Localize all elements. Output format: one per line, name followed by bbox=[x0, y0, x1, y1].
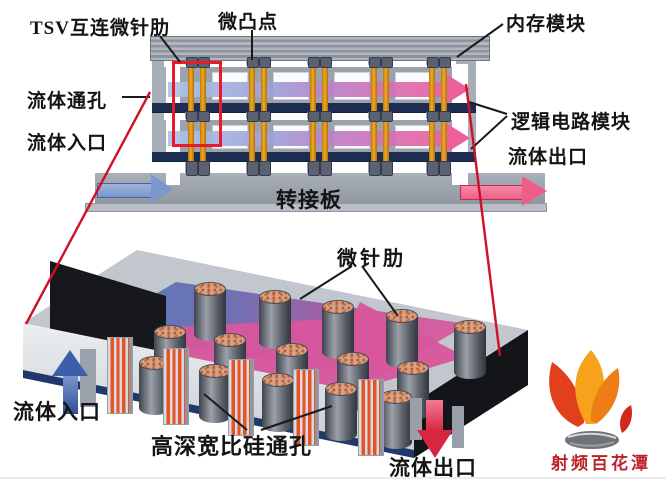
micro-pin-fin-cylinder bbox=[386, 309, 418, 375]
micro-pin-fin-cylinder bbox=[259, 290, 291, 356]
cylinder-copper-top bbox=[380, 390, 412, 404]
cylinder-copper-top bbox=[214, 333, 246, 347]
microbump bbox=[427, 111, 439, 122]
microbump bbox=[247, 161, 259, 176]
microbump bbox=[439, 111, 451, 122]
label-fluid-inlet-top: 流体入口 bbox=[27, 133, 108, 154]
cylinder-copper-top bbox=[194, 282, 226, 296]
cylinder-copper-top bbox=[199, 364, 231, 378]
cylinder-copper-top bbox=[322, 300, 354, 314]
cylinder-copper-top bbox=[276, 343, 308, 357]
zoom-highlight-box bbox=[172, 61, 222, 147]
cylinder-copper-top bbox=[386, 309, 418, 323]
cylinder-body bbox=[322, 307, 354, 359]
microbump bbox=[381, 57, 393, 68]
cylinder-body bbox=[259, 297, 291, 349]
cylinder-body bbox=[194, 289, 226, 341]
label-high-aspect-ratio-tsv: 高深宽比硅通孔 bbox=[151, 434, 313, 459]
microbump bbox=[308, 111, 320, 122]
label-interposer: 转接板 bbox=[276, 188, 342, 212]
label-memory-module: 内存模块 bbox=[506, 14, 587, 35]
microbump bbox=[259, 161, 271, 176]
fluid-outlet-arrow-icon bbox=[460, 176, 548, 206]
microbump bbox=[186, 111, 198, 122]
micro-pin-fin-cylinder bbox=[199, 364, 231, 430]
watermark-text: 射频百花潭 bbox=[551, 454, 651, 473]
fluid-inlet-arrow-icon bbox=[97, 174, 173, 204]
fluid-inlet-up-arrow-icon bbox=[50, 348, 90, 414]
label-microbump: 微凸点 bbox=[218, 12, 279, 33]
label-fluid-outlet-bottom: 流体出口 bbox=[389, 456, 477, 480]
inlet-wall-slab bbox=[80, 349, 96, 407]
microbump bbox=[369, 161, 381, 176]
label-fluid-via: 流体通孔 bbox=[27, 91, 108, 112]
microbump bbox=[427, 57, 439, 68]
cylinder-body bbox=[262, 380, 294, 432]
cylinder-copper-top bbox=[259, 290, 291, 304]
label-micro-pin-fin: 微针肋 bbox=[337, 248, 406, 270]
cylinder-copper-top bbox=[325, 382, 357, 396]
micro-pin-fin-cylinder bbox=[380, 390, 412, 456]
microbump bbox=[308, 161, 320, 176]
high-aspect-ratio-tsv-slab bbox=[228, 359, 254, 436]
flame-logo-icon bbox=[549, 350, 632, 449]
high-aspect-ratio-tsv-slab bbox=[358, 379, 384, 456]
outlet-wall-slab-left bbox=[410, 398, 422, 440]
label-fluid-outlet-top: 流体出口 bbox=[508, 147, 589, 168]
fluid-via-left-lower bbox=[166, 173, 180, 185]
microbump bbox=[369, 111, 381, 122]
micro-pin-fin-cylinder bbox=[194, 282, 226, 348]
memory-module-bar bbox=[150, 36, 490, 61]
cylinder-copper-top bbox=[454, 320, 486, 334]
fluid-via-right-lower bbox=[452, 173, 468, 185]
microbump bbox=[439, 57, 451, 68]
microbump bbox=[369, 57, 381, 68]
cylinder-body bbox=[386, 316, 418, 368]
cylinder-body bbox=[199, 371, 231, 423]
microbump bbox=[259, 57, 271, 68]
cylinder-copper-top bbox=[154, 325, 186, 339]
micro-pin-fin-cylinder bbox=[322, 300, 354, 366]
microbump bbox=[259, 111, 271, 122]
microbump bbox=[320, 57, 332, 68]
high-aspect-ratio-tsv-slab bbox=[107, 337, 133, 414]
label-logic-module: 逻辑电路模块 bbox=[511, 112, 632, 133]
label-tsv-interconnect: TSV互连微针肋 bbox=[30, 18, 170, 39]
micro-pin-fin-cylinder bbox=[454, 320, 486, 386]
fluid-outlet-down-arrow-icon bbox=[415, 400, 455, 460]
microbump bbox=[381, 111, 393, 122]
microbump bbox=[198, 161, 210, 176]
microbump bbox=[247, 111, 259, 122]
microbump bbox=[320, 161, 332, 176]
microbump bbox=[427, 161, 439, 176]
cylinder-body bbox=[325, 389, 357, 441]
cylinder-copper-top bbox=[397, 361, 429, 375]
microbump bbox=[381, 161, 393, 176]
microbump bbox=[439, 161, 451, 176]
cylinder-copper-top bbox=[337, 352, 369, 366]
microbump bbox=[186, 161, 198, 176]
label-fluid-inlet-bottom: 流体入口 bbox=[13, 400, 101, 424]
micro-pin-fin-cylinder bbox=[325, 382, 357, 448]
microbump bbox=[198, 111, 210, 122]
cylinder-copper-top bbox=[262, 373, 294, 387]
high-aspect-ratio-tsv-slab bbox=[163, 348, 189, 425]
microbump bbox=[247, 57, 259, 68]
outlet-wall-slab-right bbox=[452, 406, 464, 448]
microbump bbox=[308, 57, 320, 68]
cylinder-body bbox=[380, 397, 412, 449]
cylinder-body bbox=[454, 327, 486, 379]
footer-divider-line bbox=[0, 477, 666, 479]
microbump bbox=[320, 111, 332, 122]
